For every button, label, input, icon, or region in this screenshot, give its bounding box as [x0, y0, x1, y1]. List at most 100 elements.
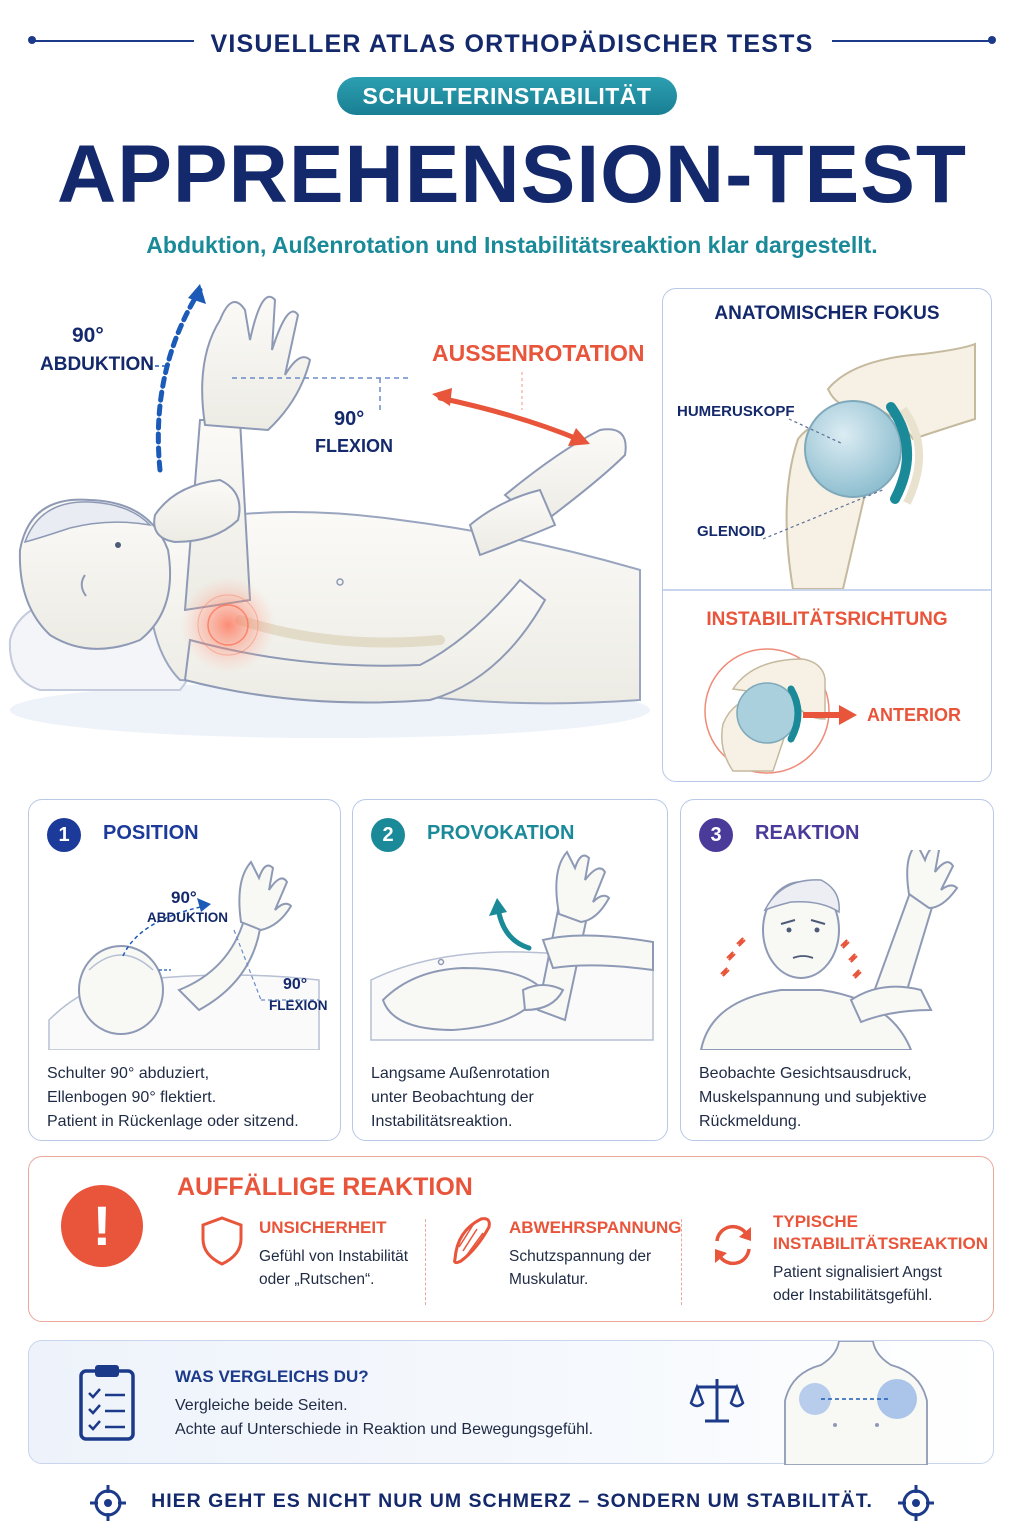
examiner-arm — [541, 934, 654, 972]
desc-line: Langsame Außenrotation — [371, 1065, 550, 1082]
ear — [80, 574, 87, 597]
alert-item-title: UNSICHERHEIT — [259, 1218, 387, 1237]
flexion-label: FLEXION — [315, 436, 394, 456]
step-number-badge: 2 — [371, 818, 405, 852]
anatomy-divider — [663, 589, 991, 591]
step3-illustration — [699, 850, 959, 1050]
rotation-arrow — [437, 395, 583, 443]
alert-item-title: INSTABILITÄTSREAKTION — [773, 1234, 989, 1253]
compare-line: Vergleiche beide Seiten. — [175, 1397, 348, 1414]
hero-illustration: 90° ABDUKTION 90° FLEXION AUSSENROTATION — [0, 280, 655, 780]
rule-left — [34, 40, 194, 42]
step-description: Langsame Außenrotation unter Beobachtung… — [371, 1062, 661, 1134]
instability-direction-diagram — [704, 648, 857, 774]
step-number-badge: 1 — [47, 818, 81, 852]
abduction-arrowhead — [188, 284, 206, 304]
lying-arm — [183, 578, 547, 704]
alert-item-desc: Gefühl von Instabilität oder „Rutschen“. — [259, 1245, 429, 1291]
compare-title: WAS VERGLEICHS DU? — [175, 1367, 369, 1386]
step-card-position: 1 POSITION 90° ABDUKTION 90° FLEXION Sch… — [28, 799, 341, 1141]
glenoid-label: GLENOID — [697, 523, 766, 540]
raised-hand — [201, 295, 312, 432]
direction-label: ANTERIOR — [867, 705, 961, 725]
compare-line: Achte auf Unterschiede in Reaktion und B… — [175, 1421, 594, 1438]
step1-hand — [238, 860, 293, 932]
shield-icon — [201, 1216, 243, 1266]
flexion-value: 90° — [334, 408, 365, 430]
eye — [115, 542, 121, 548]
balance-scale-icon — [689, 1379, 745, 1423]
tension-mark-right — [848, 953, 858, 963]
glenoid-rim — [886, 402, 913, 504]
alert-title: AUFFÄLLIGE REAKTION — [177, 1173, 473, 1201]
alert-item-typical-reaction: TYPISCHE INSTABILITÄTSREAKTION Patient s… — [773, 1211, 989, 1307]
desc-line: oder „Rutschen“. — [259, 1271, 375, 1288]
step-card-provocation: 2 PROVOKATION Langsame Außenrotation unt… — [352, 799, 668, 1141]
rotation-label: AUSSENROTATION — [432, 340, 645, 366]
muscle-icon — [453, 1217, 491, 1265]
abnormal-reaction-panel: ! AUFFÄLLIGE REAKTION UNSICHERHEIT Gefüh… — [28, 1156, 994, 1322]
target-icon-right — [898, 1485, 934, 1521]
divider — [681, 1219, 682, 1305]
step-number-badge: 3 — [699, 818, 733, 852]
desc-line: oder Instabilitätsgefühl. — [773, 1287, 933, 1304]
desc-line: Beobachte Gesichtsausdruck, — [699, 1065, 912, 1082]
desc-line: Muskulatur. — [509, 1271, 589, 1288]
step2-illustration — [370, 850, 654, 1041]
humeral-head — [804, 400, 902, 498]
glenoid-bone — [899, 406, 924, 505]
step1-abduction-label: ABDUKTION — [147, 910, 228, 925]
desc-line: Instabilitätsreaktion. — [371, 1113, 513, 1130]
anatomy-title: ANATOMISCHER FOKUS — [714, 303, 940, 324]
desc-line: Muskelspannung und subjektive — [699, 1089, 927, 1106]
left-shoulder-marker — [799, 1383, 831, 1415]
provocation-arrow — [495, 905, 532, 951]
humeral-head-label: HUMERUSKOPF — [677, 403, 795, 420]
alert-item-title: TYPISCHE — [773, 1212, 859, 1231]
refresh-icon — [715, 1224, 751, 1266]
alert-item-guarding: ABWEHRSPANNUNG Schutzspannung der Muskul… — [509, 1217, 682, 1291]
clipboard-checklist-icon — [79, 1365, 135, 1441]
rotation-arrowhead-left — [432, 388, 452, 406]
desc-line: Schutzspannung der — [509, 1248, 652, 1265]
alert-item-title: ABWEHRSPANNUNG — [509, 1218, 682, 1237]
rule-dot-right — [988, 36, 996, 44]
alert-item-desc: Schutzspannung der Muskulatur. — [509, 1245, 679, 1291]
desc-line: Rückmeldung. — [699, 1113, 802, 1130]
rule-right — [832, 40, 990, 42]
rule-dot-left — [28, 36, 36, 44]
anatomy-panel: ANATOMISCHER FOKUS HUMERUSKOPF GLENOID I… — [662, 288, 992, 782]
rotation-arrowhead-right — [568, 428, 590, 446]
tension-mark-left — [726, 951, 736, 961]
nipple — [336, 578, 344, 586]
step-description: Beobachte Gesichtsausdruck, Muskelspannu… — [699, 1062, 989, 1134]
shoulder-anatomy-diagram — [762, 342, 976, 589]
examiner-hand-elbow — [153, 478, 241, 544]
step-title: PROVOKATION — [427, 822, 575, 844]
torso — [147, 511, 641, 705]
patient-illustration — [8, 284, 650, 738]
examiner-forearm — [468, 488, 557, 557]
target-icon-left — [90, 1485, 126, 1521]
step2-hand — [555, 850, 611, 924]
step1-flexion-value: 90° — [283, 976, 308, 993]
step-title: REAKTION — [755, 822, 860, 844]
alert-item-desc: Patient signalisiert Angst oder Instabil… — [773, 1261, 983, 1307]
direction-title: INSTABILITÄTSRICHTUNG — [706, 609, 948, 630]
desc-line: Schulter 90° abduziert, — [47, 1065, 210, 1082]
pain-glow — [180, 577, 276, 673]
header-rule — [28, 28, 996, 56]
head-top-view — [78, 945, 164, 1035]
step1-flexion-label: FLEXION — [269, 998, 328, 1013]
page-title: APPREHENSION-TEST — [57, 129, 967, 220]
anterior-arrowhead — [839, 705, 857, 725]
head — [18, 498, 172, 650]
desc-line: Patient in Rückenlage oder sitzend. — [47, 1113, 299, 1130]
abduction-arrow — [155, 287, 203, 473]
alert-item-insecurity: UNSICHERHEIT Gefühl von Instabilität ode… — [259, 1217, 429, 1291]
chest-comparison-illustration — [784, 1341, 928, 1465]
desc-line: unter Beobachtung der — [371, 1089, 534, 1106]
step1-abduction-value: 90° — [171, 888, 197, 907]
category-pill: SCHULTERINSTABILITÄT — [337, 77, 677, 115]
hair — [23, 501, 153, 544]
